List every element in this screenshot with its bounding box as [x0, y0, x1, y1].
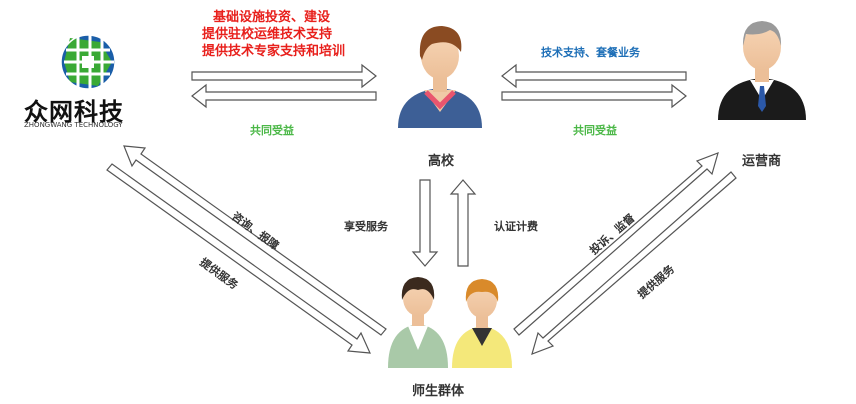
company-school-shared-label: 共同受益: [250, 124, 294, 137]
company-logo-icon: [60, 34, 116, 90]
operator-to-school-label: 技术支持、套餐业务: [541, 46, 640, 59]
arrow-school-to-users: [411, 179, 439, 267]
operator-label: 运营商: [742, 154, 782, 169]
operator-school-shared-label: 共同受益: [573, 124, 617, 137]
arrow-company-to-users: [106, 163, 371, 354]
arrow-users-to-school: [449, 179, 477, 267]
arrow-operator-to-users: [531, 171, 737, 355]
school-label: 高校: [428, 154, 455, 169]
school-to-users-label: 享受服务: [344, 220, 388, 233]
arrow-company-to-school: [191, 63, 377, 89]
company-subtitle: ZHONGWANG TECHNOLOGY: [24, 121, 123, 129]
school-person-icon: [398, 26, 482, 128]
company-to-school-line-1: 基础设施投资、建设: [213, 10, 331, 25]
arrow-users-to-company: [123, 145, 387, 336]
operator-businessman-icon: [718, 21, 806, 120]
arrow-school-to-company: [191, 83, 377, 109]
arrow-operator-to-school: [501, 63, 687, 89]
company-to-school-line-3: 提供技术专家支持和培训: [202, 44, 346, 59]
students-icon: [388, 277, 512, 368]
company-to-school-line-2: 提供驻校运维技术支持: [202, 27, 333, 42]
arrow-school-to-operator: [501, 83, 687, 109]
users-label: 师生群体: [412, 384, 465, 399]
arrow-users-to-operator: [513, 152, 719, 336]
users-to-school-label: 认证计费: [494, 220, 538, 233]
company-name: 众网科技: [24, 98, 124, 126]
